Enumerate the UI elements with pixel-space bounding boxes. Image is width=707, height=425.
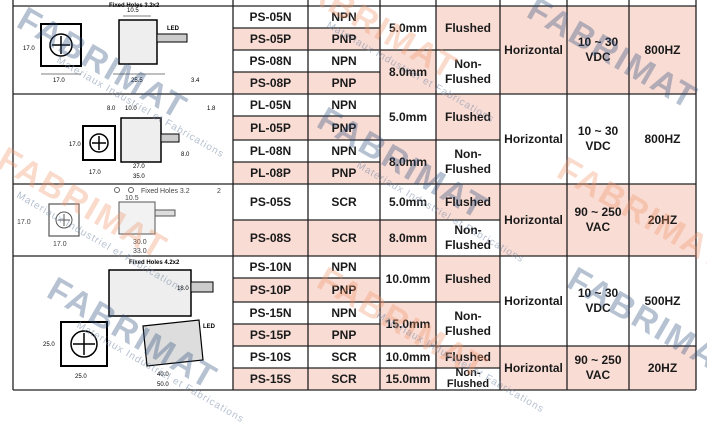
spec-table: Fixed Holes 3.2x2 LED 10.5 17.0 17.0 25.… [0, 0, 707, 400]
table-grid [0, 0, 707, 400]
